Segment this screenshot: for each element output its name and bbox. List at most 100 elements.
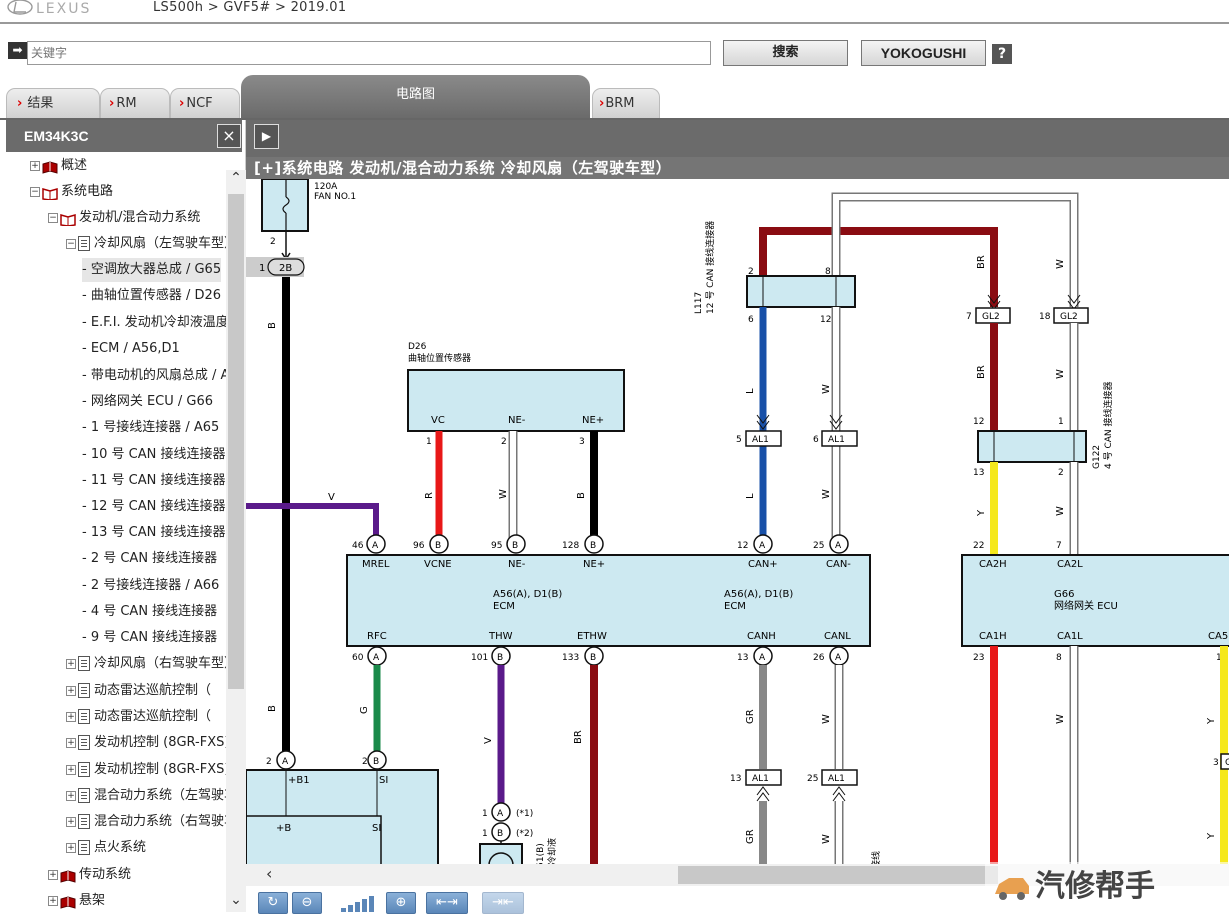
expand-icon[interactable]: +: [66, 764, 76, 775]
svg-text:CAN+: CAN+: [748, 559, 778, 570]
svg-text:6: 6: [813, 435, 819, 445]
tree-item-label: 动态雷达巡航控制（: [94, 683, 212, 698]
tree-item[interactable]: − 冷却风扇（左驾驶车型）: [66, 232, 226, 256]
fuse-amp: 120A: [314, 182, 338, 192]
logo-text: LEXUS: [36, 1, 91, 16]
close-icon[interactable]: ×: [217, 124, 241, 148]
svg-text:L: L: [745, 493, 756, 499]
fit-page-icon[interactable]: ⇥⇤: [482, 892, 524, 914]
tree-item[interactable]: +发动机控制 (8GR-FXS): [66, 731, 226, 755]
collapse-icon[interactable]: −: [66, 238, 76, 249]
horizontal-scrollbar[interactable]: ‹: [246, 864, 1229, 886]
scroll-thumb[interactable]: [678, 866, 998, 884]
tree-item[interactable]: +混合动力系统（右驾驶车型）: [66, 810, 226, 834]
chevron-left-icon[interactable]: ‹: [266, 864, 273, 883]
expand-icon[interactable]: +: [66, 816, 76, 827]
search-input[interactable]: [27, 41, 711, 65]
tab-ncf[interactable]: ›NCF: [170, 88, 240, 119]
svg-text:CA1L: CA1L: [1057, 631, 1083, 642]
tree-item[interactable]: + 动态雷达巡航控制（: [66, 679, 211, 703]
expand-icon[interactable]: +: [48, 895, 58, 906]
tree-item[interactable]: +冷却风扇（右驾驶车型）: [66, 652, 226, 676]
svg-text:AL1: AL1: [828, 435, 845, 445]
expand-icon[interactable]: +: [66, 685, 76, 696]
tree-item[interactable]: - 11 号 CAN 接线连接器: [82, 469, 225, 493]
tree-item[interactable]: - 2 号 CAN 接线连接器: [82, 547, 217, 571]
tree-item[interactable]: +动态雷达巡航控制（: [66, 705, 211, 729]
svg-text:B: B: [576, 492, 587, 499]
expand-icon[interactable]: +: [66, 711, 76, 722]
chevron-down-icon[interactable]: ⌄: [230, 892, 242, 908]
expand-icon[interactable]: +: [48, 869, 58, 880]
document-icon: [78, 683, 90, 698]
tree-item[interactable]: + 点火系统: [66, 836, 146, 860]
tree-item[interactable]: - ECM / A56,D1: [82, 337, 180, 361]
svg-text:A56(A), D1(B): A56(A), D1(B): [493, 589, 562, 600]
tree-item-label: 点火系统: [94, 840, 147, 855]
main-panel: ▶ [+]系统电路 发动机/混合动力系统 冷却风扇（左驾驶车型） 120A FA…: [246, 120, 1229, 914]
zoom-out-icon[interactable]: ⊖: [292, 892, 322, 914]
svg-text:B: B: [512, 541, 518, 551]
tree-item[interactable]: - 空调放大器总成 / G65: [82, 258, 222, 282]
tree-item-label: 混合动力系统（左驾驶车型）: [94, 788, 226, 803]
tree-item[interactable]: - E.F.I. 发动机冷却液温度传感器: [82, 311, 226, 335]
diagram-toolbar: ▶: [246, 120, 1229, 157]
tree-item-label: 概述: [61, 158, 88, 173]
tree-item[interactable]: + 混合动力系统（左驾驶车型）: [66, 784, 226, 808]
tree-item[interactable]: + 概述: [30, 154, 87, 178]
zoom-level-indicator: [341, 896, 381, 912]
tree-item[interactable]: - 网络网关 ECU / G66: [82, 390, 213, 414]
tree-item[interactable]: - 4 号 CAN 接线连接器: [82, 600, 217, 624]
help-button[interactable]: ?: [992, 44, 1012, 64]
tree-item[interactable]: - 10 号 CAN 接线连接器: [82, 443, 225, 467]
tree-item[interactable]: +传动系统: [48, 863, 131, 887]
collapse-icon[interactable]: −: [30, 186, 40, 197]
sidebar-scrollbar[interactable]: ⌃ ⌄: [226, 170, 246, 912]
diagram-title[interactable]: [+]系统电路 发动机/混合动力系统 冷却风扇（左驾驶车型）: [246, 157, 1229, 179]
tree-item[interactable]: - 带电动机的风扇总成 / A51: [82, 364, 226, 388]
tree-item[interactable]: +悬架: [48, 889, 105, 912]
tab-wiring-diagram[interactable]: 电路图: [241, 75, 590, 119]
collapse-icon[interactable]: −: [48, 212, 58, 223]
tab-brm[interactable]: ›BRM: [592, 88, 660, 119]
tab-rm[interactable]: ›RM: [100, 88, 170, 119]
svg-text:6: 6: [748, 315, 754, 325]
zoom-in-icon[interactable]: ⊕: [386, 892, 416, 914]
tree-view: +概述−系统电路−发动机/混合动力系统−冷却风扇（左驾驶车型）- 空调放大器总成…: [0, 154, 226, 912]
svg-text:2: 2: [501, 437, 507, 447]
svg-text:G: G: [359, 706, 370, 714]
document-icon: [78, 814, 90, 829]
expand-icon[interactable]: +: [66, 790, 76, 801]
expand-icon[interactable]: +: [66, 737, 76, 748]
breadcrumb[interactable]: LS500h > GVF5# > 2019.01: [153, 0, 347, 15]
search-button[interactable]: 搜索: [723, 40, 848, 66]
scroll-thumb[interactable]: [228, 194, 244, 689]
svg-text:A: A: [282, 757, 289, 767]
tree-item[interactable]: - 9 号 CAN 接线连接器: [82, 626, 217, 650]
svg-text:A56(A), D1(B): A56(A), D1(B): [724, 589, 793, 600]
tree-item[interactable]: +发动机控制 (8GR-FXS): [66, 758, 226, 782]
expand-icon[interactable]: +: [66, 842, 76, 853]
tree-item[interactable]: −发动机/混合动力系统: [48, 206, 200, 230]
fit-width-icon[interactable]: ⇤⇥: [426, 892, 468, 914]
expand-icon[interactable]: +: [66, 658, 76, 669]
wiring-diagram[interactable]: 120A FAN NO.1 2 1 2B B B V D26 曲轴位置传感器 V…: [246, 179, 1229, 869]
expand-icon[interactable]: +: [30, 160, 40, 171]
tree-item[interactable]: - 13 号 CAN 接线连接器: [82, 521, 225, 545]
yokogushi-button[interactable]: YOKOGUSHI: [861, 40, 986, 66]
svg-text:B: B: [590, 653, 596, 663]
tree-item[interactable]: - 曲轴位置传感器 / D26: [82, 284, 221, 308]
chevron-up-icon[interactable]: ⌃: [230, 170, 242, 186]
tree-item[interactable]: - 1 号接线连接器 / A65: [82, 416, 219, 440]
play-icon[interactable]: ▶: [254, 124, 279, 149]
tree-item-label: - 2 号 CAN 接线连接器: [82, 551, 218, 566]
tree-item[interactable]: −系统电路: [30, 180, 113, 204]
tab-results[interactable]: ›结果: [6, 88, 100, 119]
tree-item-label: 冷却风扇（左驾驶车型）: [94, 236, 226, 251]
tree-item[interactable]: - 12 号 CAN 接线连接器: [82, 495, 225, 519]
tree-item[interactable]: - 2 号接线连接器 / A66: [82, 574, 219, 598]
svg-text:2: 2: [362, 757, 368, 767]
rotate-icon[interactable]: ↻: [258, 892, 288, 914]
tree-item-label: - 10 号 CAN 接线连接器: [82, 447, 226, 462]
svg-text:GL: GL: [1225, 758, 1229, 768]
